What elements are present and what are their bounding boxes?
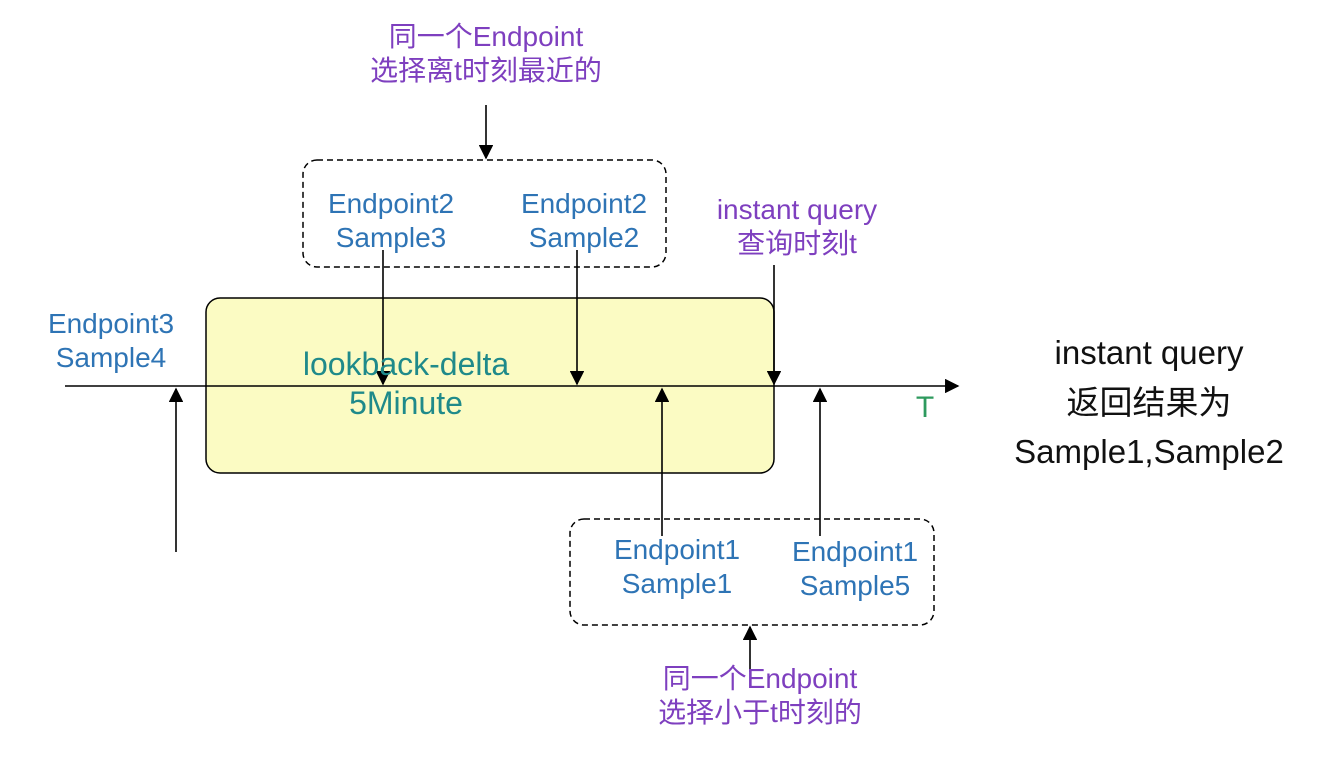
lookback-window-line2: 5Minute bbox=[349, 385, 463, 422]
time-axis-label-text: T bbox=[915, 391, 935, 424]
sample-label-e2s3-line1: Endpoint2 bbox=[327, 188, 455, 219]
sample-label-e3s4-line2: Sample4 bbox=[55, 342, 167, 374]
query-result-line3: Sample1,Sample2 bbox=[1014, 433, 1284, 470]
sample-label-e1s5: Endpoint1 Sample5 bbox=[764, 535, 946, 603]
sample-label-e1s5-line1: Endpoint1 bbox=[791, 536, 919, 567]
lookback-window-label: lookback-delta 5Minute bbox=[256, 345, 556, 423]
query-result: instant query 返回结果为 Sample1,Sample2 bbox=[984, 328, 1314, 477]
sample-label-e3s4: Endpoint3 Sample4 bbox=[20, 307, 202, 375]
lookback-window-line1: lookback-delta bbox=[302, 346, 510, 382]
bottom-note: 同一个Endpoint 选择小于t时刻的 bbox=[610, 662, 910, 730]
endpoint2-group-box bbox=[302, 159, 667, 268]
sample-label-e1s5-line2: Sample5 bbox=[799, 570, 911, 602]
query-point-line2: 查询时刻t bbox=[737, 228, 857, 260]
top-note: 同一个Endpoint 选择离t时刻最近的 bbox=[336, 20, 636, 88]
sample-label-e2s2-line2: Sample2 bbox=[528, 222, 640, 254]
query-result-line1: instant query bbox=[1054, 334, 1244, 371]
top-note-line2: 选择离t时刻最近的 bbox=[370, 55, 602, 87]
query-point-label: instant query 查询时刻t bbox=[684, 193, 910, 261]
sample-label-e2s3: Endpoint2 Sample3 bbox=[300, 187, 482, 255]
sample-label-e2s2: Endpoint2 Sample2 bbox=[493, 187, 675, 255]
time-axis-label: T bbox=[908, 390, 942, 427]
top-note-line1: 同一个Endpoint bbox=[388, 21, 584, 52]
sample-label-e1s1-line2: Sample1 bbox=[621, 568, 733, 600]
sample-label-e2s3-line2: Sample3 bbox=[335, 222, 447, 254]
query-result-line2: 返回结果为 bbox=[1066, 383, 1232, 421]
sample-label-e1s1: Endpoint1 Sample1 bbox=[586, 533, 768, 601]
bottom-note-line2: 选择小于t时刻的 bbox=[658, 697, 862, 729]
query-point-line1: instant query bbox=[716, 194, 878, 225]
sample-label-e2s2-line1: Endpoint2 bbox=[520, 188, 648, 219]
sample-label-e3s4-line1: Endpoint3 bbox=[47, 308, 175, 339]
endpoint1-group-box bbox=[569, 518, 935, 626]
sample-label-e1s1-line1: Endpoint1 bbox=[613, 534, 741, 565]
bottom-note-line1: 同一个Endpoint bbox=[662, 663, 858, 694]
